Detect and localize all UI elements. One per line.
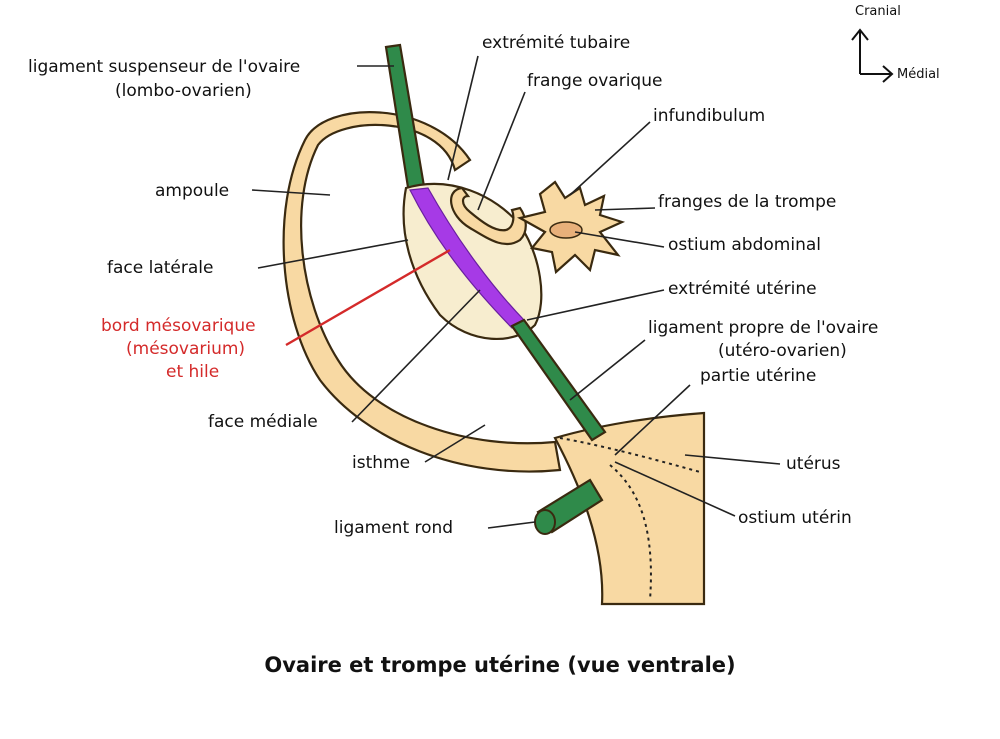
label-ligament-propre: ligament propre de l'ovaire bbox=[648, 318, 878, 338]
label-lombo-ovarien: (lombo-ovarien) bbox=[115, 81, 252, 101]
label-ligament-rond: ligament rond bbox=[334, 518, 453, 538]
uterine-tube bbox=[282, 111, 562, 473]
label-ostium-abdominal: ostium abdominal bbox=[668, 235, 821, 255]
round-ligament-end bbox=[534, 509, 556, 535]
label-frange-ovarique: frange ovarique bbox=[527, 71, 662, 91]
label-face-laterale: face latérale bbox=[107, 258, 213, 278]
orientation-cranial-label: Cranial bbox=[855, 4, 901, 19]
ovarian-fimbria bbox=[450, 186, 527, 246]
label-extremite-uterine: extrémité utérine bbox=[668, 279, 817, 299]
orientation-indicator: Cranial Médial bbox=[851, 4, 940, 83]
partie-uterine-dotted bbox=[559, 437, 701, 473]
label-extremite-tubaire: extrémité tubaire bbox=[482, 33, 630, 53]
label-ampoule: ampoule bbox=[155, 181, 229, 201]
label-uterus: utérus bbox=[786, 454, 841, 474]
label-partie-uterine: partie utérine bbox=[700, 366, 816, 386]
mesovarium-leader bbox=[285, 248, 451, 347]
label-infundibulum: infundibulum bbox=[653, 106, 765, 126]
ostium-abdominal-shape bbox=[549, 221, 583, 239]
leader-lines bbox=[251, 55, 781, 529]
label-ostium-uterin: ostium utérin bbox=[738, 508, 852, 528]
label-utero-ovarien: (utéro-ovarien) bbox=[718, 341, 847, 361]
label-et-hile: et hile bbox=[166, 362, 219, 382]
orientation-medial-label: Médial bbox=[897, 67, 940, 82]
orientation-arrows bbox=[851, 28, 894, 83]
label-franges-trompe: franges de la trompe bbox=[658, 192, 836, 212]
label-face-mediale: face médiale bbox=[208, 412, 318, 432]
label-ligament-suspenseur: ligament suspenseur de l'ovaire bbox=[28, 57, 300, 77]
diagram-caption: Ovaire et trompe utérine (vue ventrale) bbox=[264, 653, 735, 677]
label-bord-mesovarique: bord mésovarique bbox=[101, 316, 256, 336]
label-mesovarium: (mésovarium) bbox=[126, 339, 245, 359]
ovarian-proper-ligament bbox=[510, 318, 607, 442]
label-isthme: isthme bbox=[352, 453, 410, 473]
